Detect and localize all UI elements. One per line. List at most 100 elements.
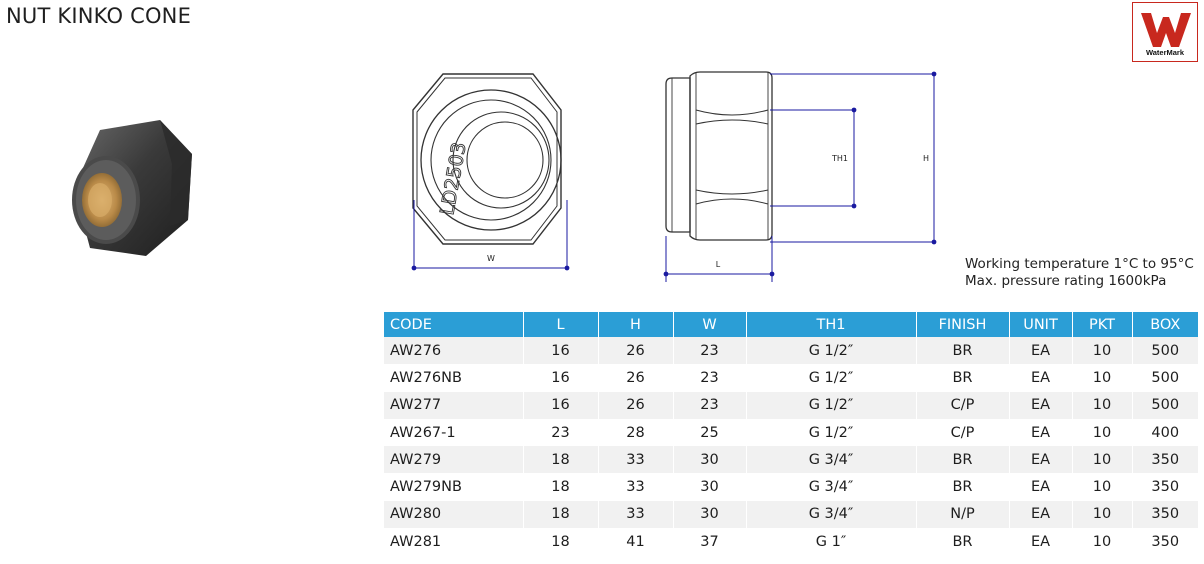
cell-th1: G 1/2″ [746, 364, 917, 392]
cell-pkt: 10 [1072, 391, 1133, 419]
cell-box: 500 [1132, 364, 1198, 392]
column-header-unit: UNIT [1009, 312, 1073, 337]
cell-pkt: 10 [1072, 364, 1133, 392]
cell-code: AW280 [384, 500, 524, 529]
cell-w: 30 [673, 446, 747, 474]
cell-box: 400 [1132, 418, 1198, 447]
cell-finish: BR [916, 473, 1010, 501]
cell-box: 350 [1132, 446, 1198, 474]
cell-box: 350 [1132, 473, 1198, 501]
cell-finish: C/P [916, 418, 1010, 447]
dim-th1-label: TH1 [831, 154, 848, 163]
cell-pkt: 10 [1072, 418, 1133, 447]
table-header-row: CODE L H W TH1 FINISH UNIT PKT BOX [384, 312, 1198, 337]
product-table: CODE L H W TH1 FINISH UNIT PKT BOX AW276… [384, 312, 1198, 556]
table-row: AW281 18 41 37 G 1″ BR EA 10 350 [384, 528, 1198, 556]
column-header-th1: TH1 [746, 312, 917, 337]
watermark-label: WaterMark [1145, 48, 1185, 57]
cell-l: 16 [523, 337, 599, 365]
cell-l: 18 [523, 500, 599, 529]
cell-unit: EA [1009, 418, 1073, 447]
cell-pkt: 10 [1072, 446, 1133, 474]
engraving-label: LD2503 [436, 141, 470, 217]
table-row: AW276 16 26 23 G 1/2″ BR EA 10 500 [384, 337, 1198, 365]
cell-box: 500 [1132, 337, 1198, 365]
cell-unit: EA [1009, 473, 1073, 501]
table-row: AW276NB 16 26 23 G 1/2″ BR EA 10 500 [384, 364, 1198, 392]
cell-th1: G 1″ [746, 528, 917, 556]
cell-code: AW276NB [384, 364, 524, 392]
cell-finish: BR [916, 446, 1010, 474]
cell-l: 18 [523, 446, 599, 474]
cell-w: 37 [673, 528, 747, 556]
cell-box: 500 [1132, 391, 1198, 419]
cell-w: 30 [673, 473, 747, 501]
cell-th1: G 3/4″ [746, 500, 917, 529]
cell-w: 23 [673, 364, 747, 392]
table-row: AW279NB 18 33 30 G 3/4″ BR EA 10 350 [384, 473, 1198, 501]
cell-code: AW279NB [384, 473, 524, 501]
front-view-drawing: LD2503 W [405, 70, 575, 284]
page-title: NUT KINKO CONE [6, 4, 192, 28]
cell-l: 23 [523, 418, 599, 447]
cell-w: 23 [673, 337, 747, 365]
table-row: AW279 18 33 30 G 3/4″ BR EA 10 350 [384, 446, 1198, 474]
cell-pkt: 10 [1072, 528, 1133, 556]
table-row: AW280 18 33 30 G 3/4″ N/P EA 10 350 [384, 500, 1198, 529]
cell-finish: BR [916, 528, 1010, 556]
cell-th1: G 1/2″ [746, 418, 917, 447]
cell-th1: G 3/4″ [746, 446, 917, 474]
working-temperature-note: Working temperature 1°C to 95°C [965, 256, 1194, 272]
cell-th1: G 1/2″ [746, 337, 917, 365]
cell-finish: C/P [916, 391, 1010, 419]
cell-l: 16 [523, 391, 599, 419]
cell-l: 16 [523, 364, 599, 392]
column-header-l: L [523, 312, 599, 337]
cell-pkt: 10 [1072, 500, 1133, 529]
cell-unit: EA [1009, 337, 1073, 365]
cell-w: 30 [673, 500, 747, 529]
cell-finish: BR [916, 337, 1010, 365]
cell-h: 33 [598, 446, 674, 474]
cell-code: AW279 [384, 446, 524, 474]
cell-unit: EA [1009, 391, 1073, 419]
cell-code: AW277 [384, 391, 524, 419]
cell-h: 26 [598, 391, 674, 419]
watermark-logo: WaterMark [1132, 2, 1198, 62]
cell-code: AW267-1 [384, 418, 524, 447]
cell-finish: N/P [916, 500, 1010, 529]
column-header-code: CODE [384, 312, 524, 337]
cell-code: AW281 [384, 528, 524, 556]
cell-box: 350 [1132, 500, 1198, 529]
cell-unit: EA [1009, 500, 1073, 529]
cell-l: 18 [523, 528, 599, 556]
cell-w: 23 [673, 391, 747, 419]
cell-box: 350 [1132, 528, 1198, 556]
spec-notes: Working temperature 1°C to 95°C Max. pre… [965, 256, 1194, 290]
pressure-rating-note: Max. pressure rating 1600kPa [965, 273, 1167, 289]
column-header-finish: FINISH [916, 312, 1010, 337]
side-view-drawing: TH1 H L [660, 66, 950, 292]
dim-h-label: H [923, 154, 929, 163]
cell-h: 26 [598, 337, 674, 365]
cell-unit: EA [1009, 528, 1073, 556]
cell-w: 25 [673, 418, 747, 447]
product-photo [60, 108, 200, 272]
table-row: AW267-1 23 28 25 G 1/2″ C/P EA 10 400 [384, 418, 1198, 447]
watermark-w-icon [1141, 13, 1191, 47]
cell-finish: BR [916, 364, 1010, 392]
column-header-pkt: PKT [1072, 312, 1133, 337]
cell-th1: G 3/4″ [746, 473, 917, 501]
column-header-box: BOX [1132, 312, 1198, 337]
cell-h: 33 [598, 500, 674, 529]
cell-h: 41 [598, 528, 674, 556]
cell-pkt: 10 [1072, 337, 1133, 365]
cell-code: AW276 [384, 337, 524, 365]
cell-pkt: 10 [1072, 473, 1133, 501]
cell-unit: EA [1009, 446, 1073, 474]
cell-unit: EA [1009, 364, 1073, 392]
cell-h: 33 [598, 473, 674, 501]
cell-h: 26 [598, 364, 674, 392]
dim-l-label: L [716, 260, 721, 269]
table-row: AW277 16 26 23 G 1/2″ C/P EA 10 500 [384, 391, 1198, 419]
